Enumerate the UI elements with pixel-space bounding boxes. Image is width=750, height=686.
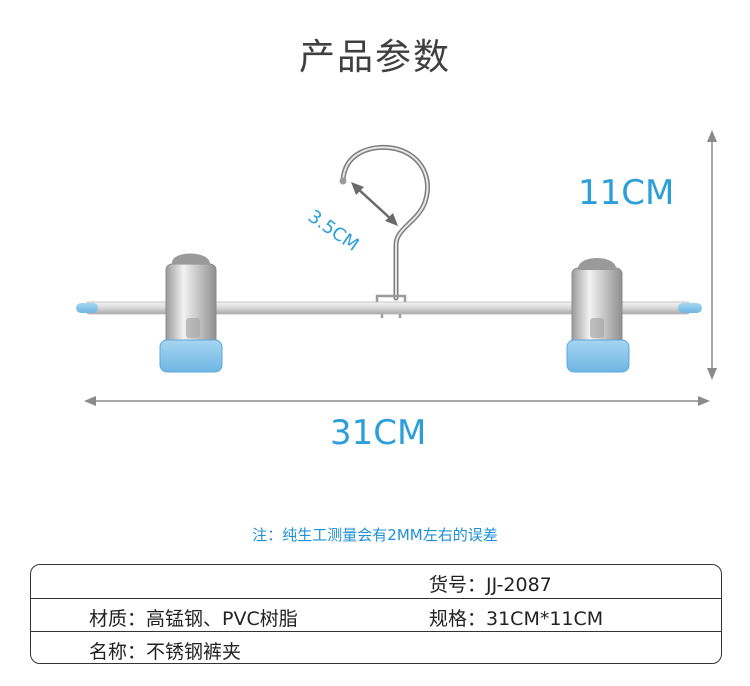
material: 材质：高锰钢、PVC树脂 [89, 608, 298, 630]
spec-row: 名称：不锈钢裤夹 [31, 631, 721, 665]
measurement-note: 注：纯生工测量会有2MM左右的误差 [252, 526, 498, 544]
hanger-bar [76, 301, 702, 315]
right-clip [566, 258, 630, 373]
width-arrow [84, 396, 710, 406]
width-label: 31CM [330, 413, 427, 453]
height-arrow [707, 130, 717, 380]
item-number: 货号：JJ-2087 [429, 574, 552, 596]
product-name: 名称：不锈钢裤夹 [89, 641, 242, 663]
spec-row: 材质：高锰钢、PVC树脂 规格：31CM*11CM [31, 598, 721, 632]
spec-row: 货号：JJ-2087 [31, 565, 721, 598]
left-clip [159, 253, 223, 373]
hook-arrow [351, 182, 398, 226]
size-spec: 规格：31CM*11CM [429, 608, 604, 630]
spec-table: 货号：JJ-2087 材质：高锰钢、PVC树脂 规格：31CM*11CM 名称：… [30, 564, 722, 664]
height-label: 11CM [578, 173, 675, 213]
page-title: 产品参数 [298, 37, 451, 78]
